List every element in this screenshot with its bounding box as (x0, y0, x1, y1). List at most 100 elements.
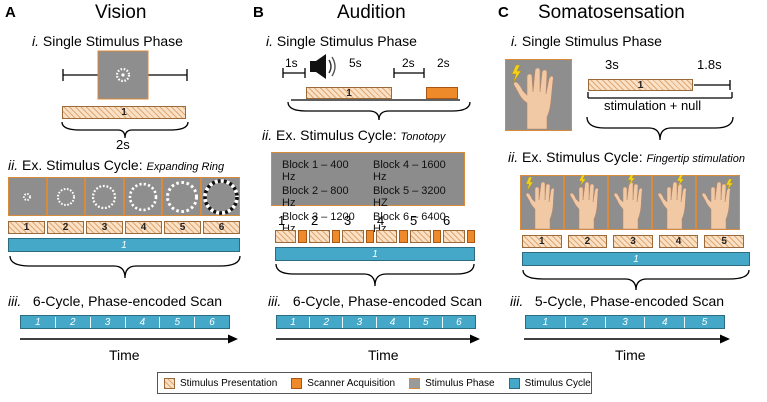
panel-letter-c: C (498, 4, 509, 21)
audition-time-arrow (276, 334, 480, 344)
stimulus-presentation-swatch (164, 377, 175, 389)
vision-segment: 3 (86, 221, 123, 234)
vision-scan-segment: 2 (56, 316, 91, 328)
vision-scan-heading: iii. 6-Cycle, Phase-encoded Scan (8, 293, 223, 309)
audition-scan-segment: 5 (410, 316, 443, 328)
audition-presentation-block (409, 230, 431, 243)
audition-scan-segment: 4 (377, 316, 410, 328)
somato-segment: 1 (522, 235, 562, 248)
audition-scanner-bar (426, 87, 458, 99)
audition-presentation-block (443, 230, 465, 243)
panel-letter-a: A (5, 4, 16, 21)
legend-label: Stimulus Cycle (524, 377, 591, 389)
legend-label: Scanner Acquisition (307, 377, 396, 389)
somato-scan-segment: 1 (526, 316, 566, 328)
vision-segment: 4 (125, 221, 162, 234)
somato-segment: 3 (613, 235, 653, 248)
audition-scan-segment: 3 (343, 316, 377, 328)
legend-item-stimulus-phase: Stimulus Phase (409, 377, 495, 389)
somato-single-phase-heading: i. Single Stimulus Phase (511, 33, 662, 49)
somato-scan-segment: 2 (566, 316, 606, 328)
ring-frame-4 (123, 177, 163, 216)
somato-segment: 2 (567, 235, 608, 248)
vision-time-label: Time (109, 347, 140, 363)
audition-phase-bar: 1 (306, 87, 392, 99)
audition-scan-segment: 6 (456, 316, 462, 328)
block-label: Block 4 – 1600 Hz (373, 159, 446, 183)
audition-acquisition-block (466, 230, 476, 243)
audition-cycle-brace (275, 263, 475, 287)
vision-scan-segment: 5 (160, 316, 196, 328)
audition-acquisition-block (365, 230, 375, 243)
block-number: 6 (443, 213, 451, 228)
audition-presentation-block (342, 230, 364, 243)
audition-timing-diagram (282, 54, 460, 101)
hand-frame-3 (608, 175, 652, 230)
audition-acquisition-block (331, 230, 341, 243)
audition-cycle-heading: ii. Ex. Stimulus Cycle: Tonotopy (262, 127, 446, 143)
vision-ring-thumbnails (8, 177, 240, 216)
audition-acquisition-block (298, 230, 307, 243)
somato-hand-thumbnails (520, 175, 740, 230)
vision-cycle-heading: ii. Ex. Stimulus Cycle: Expanding Ring (8, 157, 225, 173)
legend-label: Stimulus Presentation (180, 377, 278, 389)
legend-item-stimulus-cycle: Stimulus Cycle (508, 377, 591, 389)
vision-duration: 2s (116, 137, 130, 152)
vision-cycle-brace (9, 255, 241, 279)
block-number: 3 (344, 213, 352, 228)
hand-frame-2 (564, 175, 608, 230)
vision-segment: 5 (164, 221, 201, 234)
audition-block-table: Block 1 – 400 Hz Block 4 – 1600 Hz Block… (271, 152, 465, 235)
block-label: Block 5 – 3200 HZ (373, 185, 446, 209)
stimulus-cycle-swatch (508, 377, 520, 389)
vision-segment: 1 (8, 221, 45, 234)
somato-scan-segment: 5 (701, 316, 708, 328)
somato-cycle-brace (522, 269, 750, 291)
somato-time-arrow (524, 334, 730, 344)
vision-phase-bar: 1 (62, 106, 186, 119)
ring-frame-2 (46, 177, 86, 216)
audition-t1: 1s (285, 56, 298, 70)
somato-scan-heading: iii. 5-Cycle, Phase-encoded Scan (510, 293, 725, 309)
audition-presentation-block (308, 230, 330, 243)
audition-phase-brace (287, 101, 471, 121)
legend-label: Stimulus Phase (425, 377, 495, 389)
somato-hand-image (505, 59, 572, 131)
audition-scan-segment: 2 (310, 316, 344, 328)
somato-scan-bar: 1 2 3 4 5 (525, 315, 725, 329)
block-number: 2 (311, 213, 319, 228)
audition-t4: 2s (437, 56, 450, 70)
somato-segment: 5 (704, 235, 744, 248)
panel-title-somato: Somatosensation (538, 2, 685, 23)
audition-acquisition-block (399, 230, 408, 243)
audition-presentation-block (376, 230, 398, 243)
audition-acquisition-block (432, 230, 442, 243)
ring-frame-1 (8, 177, 47, 216)
somato-t2: 1.8s (697, 57, 722, 72)
audition-block-numbers: 1 2 3 4 5 6 (278, 213, 478, 229)
vision-scan-bar: 1 2 3 4 5 6 (20, 315, 230, 329)
somato-scan-segment: 3 (606, 316, 646, 328)
vision-cycle-segments: 1 2 3 4 5 6 (8, 221, 240, 234)
audition-t2: 5s (349, 56, 362, 70)
somato-time-label: Time (615, 347, 646, 363)
ring-frame-6 (200, 177, 240, 216)
vision-stimulus-diagram (62, 50, 188, 100)
vision-phase-brace (61, 121, 189, 139)
hand-frame-4 (652, 175, 696, 230)
audition-presentation-block (275, 230, 297, 243)
vision-scan-segment: 3 (91, 316, 126, 328)
panel-title-audition: Audition (337, 2, 406, 23)
somato-cycle-heading: ii. Ex. Stimulus Cycle: Fingertip stimul… (508, 149, 745, 165)
audition-time-label: Time (368, 347, 399, 363)
audition-t3: 2s (402, 56, 415, 70)
somato-phase-brace (586, 116, 734, 141)
panel-letter-b: B (253, 4, 264, 21)
ring-frame-3 (85, 177, 124, 216)
audition-single-phase-heading: i. Single Stimulus Phase (266, 33, 417, 49)
somato-stim-label: stimulation + null (604, 98, 702, 113)
block-number: 4 (377, 213, 385, 228)
legend-item-scanner-acquisition: Scanner Acquisition (291, 377, 396, 389)
audition-cycle-bar: 1 (275, 247, 475, 261)
audition-scan-bar: 1 2 3 4 5 6 (276, 315, 476, 329)
